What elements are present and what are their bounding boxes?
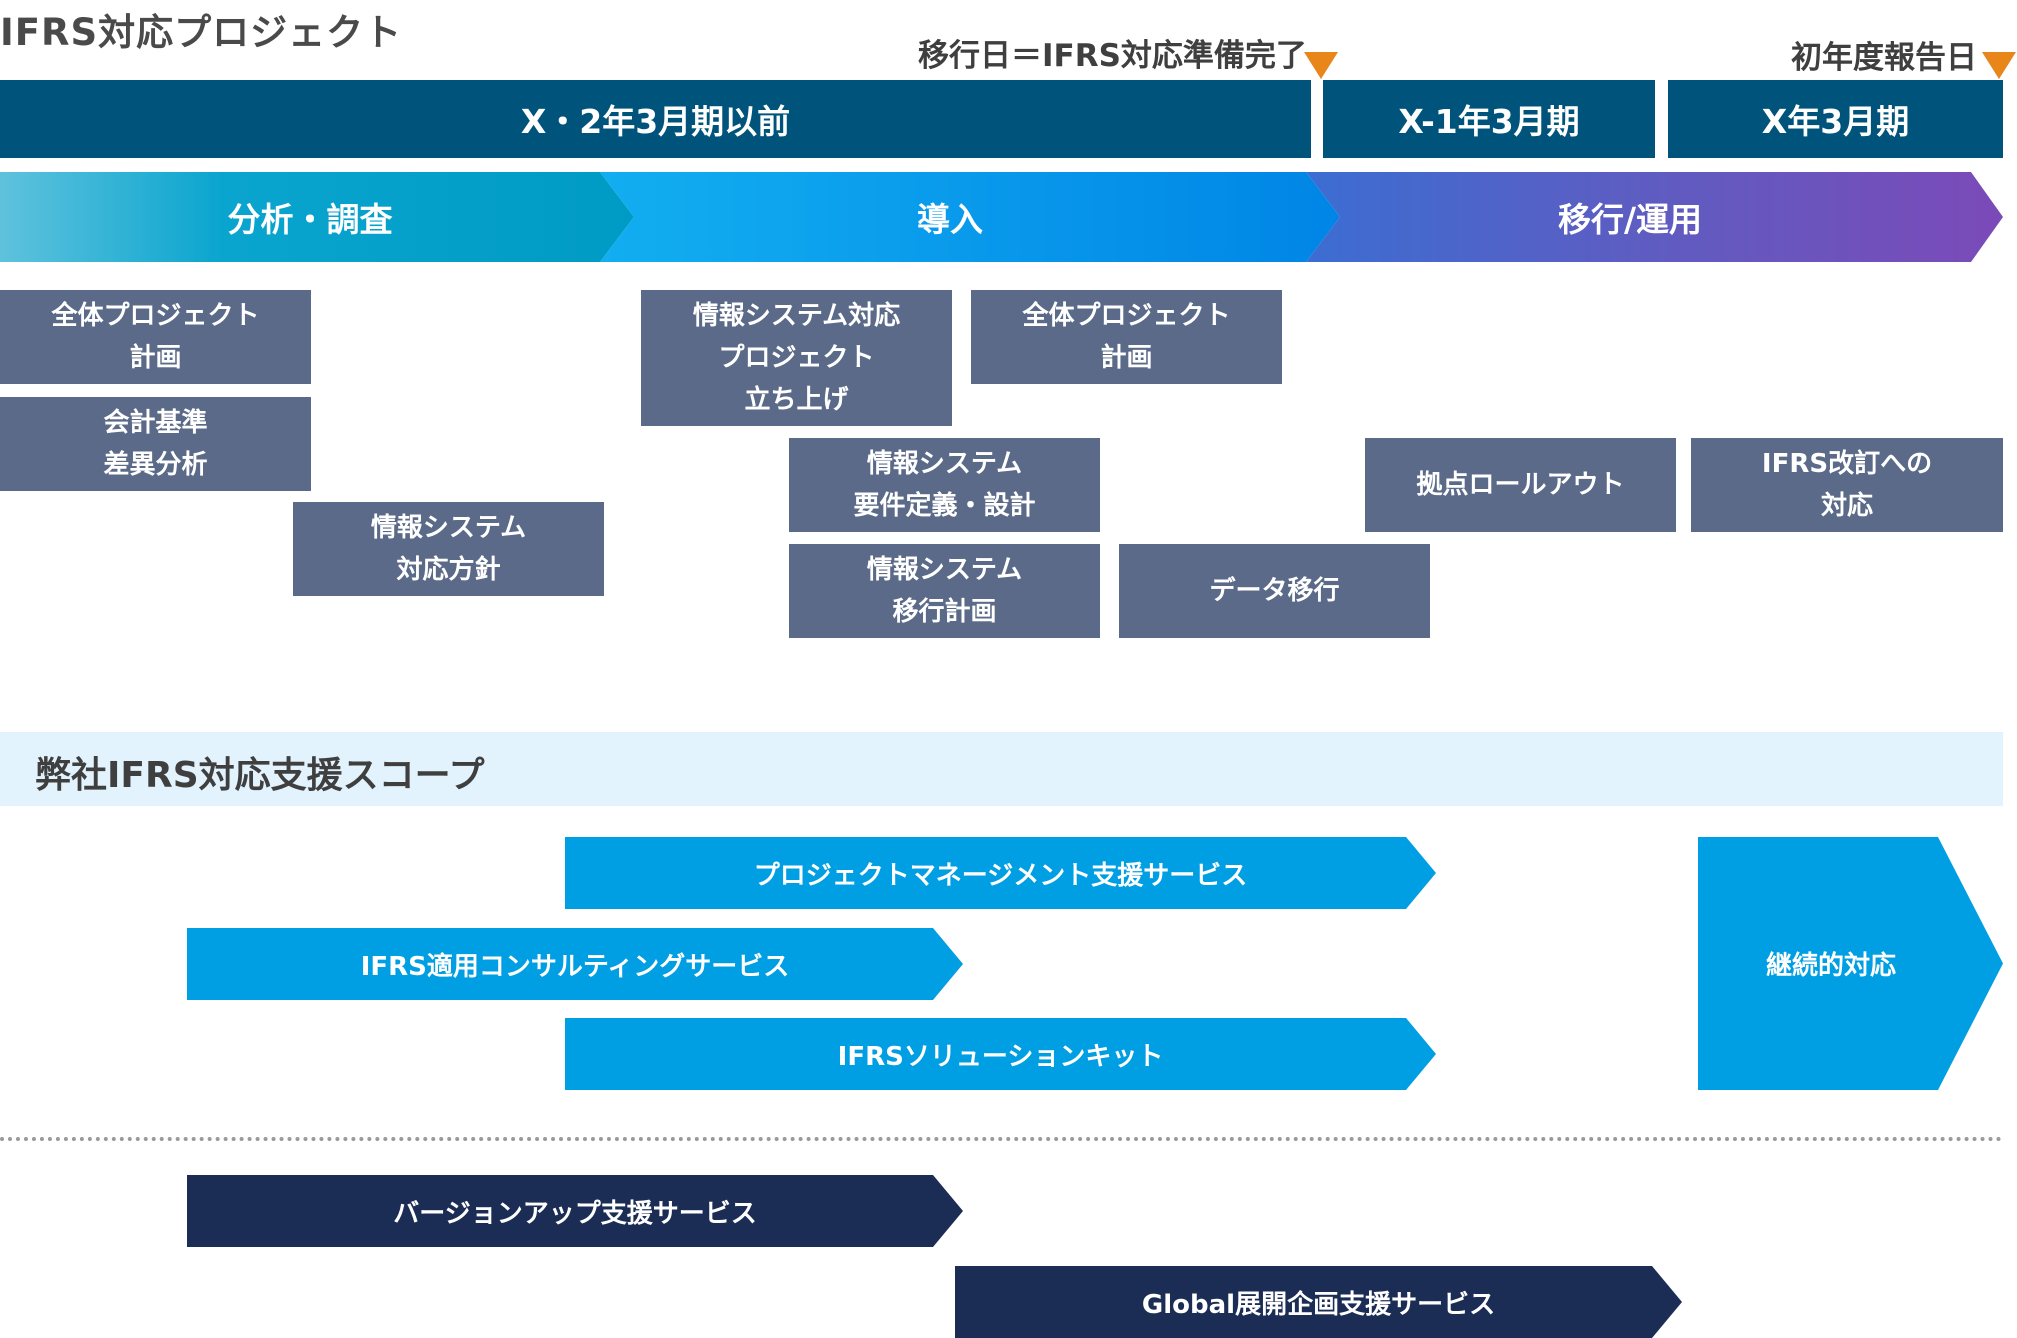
service-continuous-response: 継続的対応 <box>1698 837 2003 1090</box>
task-system-project-launch: 情報システム対応プロジェクト立ち上げ <box>641 290 952 426</box>
milestone-transition-marker-icon <box>1304 52 1338 79</box>
task-system-migration-plan: 情報システム移行計画 <box>789 544 1100 638</box>
scope-divider <box>0 1137 2003 1141</box>
phase-migration-label: 移行/運用 <box>1557 200 1703 239</box>
scope-title: 弊社IFRS対応支援スコープ <box>35 755 485 796</box>
service-global-rollout-planning: Global展開企画支援サービス <box>955 1266 1682 1338</box>
task-data-migration: データ移行 <box>1119 544 1430 638</box>
task-system-policy: 情報システム対応方針 <box>293 502 604 596</box>
milestone-first-report-marker-icon <box>1982 52 2016 79</box>
page-title: IFRS対応プロジェクト <box>0 11 403 54</box>
task-site-rollout: 拠点ロールアウト <box>1365 438 1676 532</box>
phase-introduction-label: 導入 <box>917 200 983 239</box>
period-x: X年3月期 <box>1668 80 2003 158</box>
task-ifrs-revision-response: IFRS改訂への対応 <box>1691 438 2003 532</box>
service-ifrs-solution-kit: IFRSソリューションキット <box>565 1018 1436 1090</box>
phase-arrow-band <box>0 172 2003 262</box>
task-overall-project-plan: 全体プロジェクト計画 <box>0 290 311 384</box>
service-project-management: プロジェクトマネージメント支援サービス <box>565 837 1436 909</box>
task-overall-project-plan-2: 全体プロジェクト計画 <box>971 290 1282 384</box>
service-ifrs-consulting: IFRS適用コンサルティングサービス <box>187 928 963 1000</box>
period-x1: X-1年3月期 <box>1323 80 1655 158</box>
phase-analysis-label: 分析・調査 <box>227 200 393 239</box>
milestone-transition-label: 移行日＝IFRS対応準備完了 <box>918 38 1307 74</box>
service-version-up: バージョンアップ支援サービス <box>187 1175 963 1247</box>
period-x2-and-before: X・2年3月期以前 <box>0 80 1311 158</box>
task-system-requirements-design: 情報システム要件定義・設計 <box>789 438 1100 532</box>
phase-introduction-shape <box>600 172 1340 262</box>
phase-analysis-shape <box>0 172 634 262</box>
scope-header-band <box>0 732 2003 806</box>
task-accounting-gap-analysis: 会計基準差異分析 <box>0 397 311 491</box>
milestone-first-report-label: 初年度報告日 <box>1791 40 1977 76</box>
phase-migration-shape <box>1306 172 2003 262</box>
service-continuous-response-label: 継続的対応 <box>1766 951 1897 981</box>
